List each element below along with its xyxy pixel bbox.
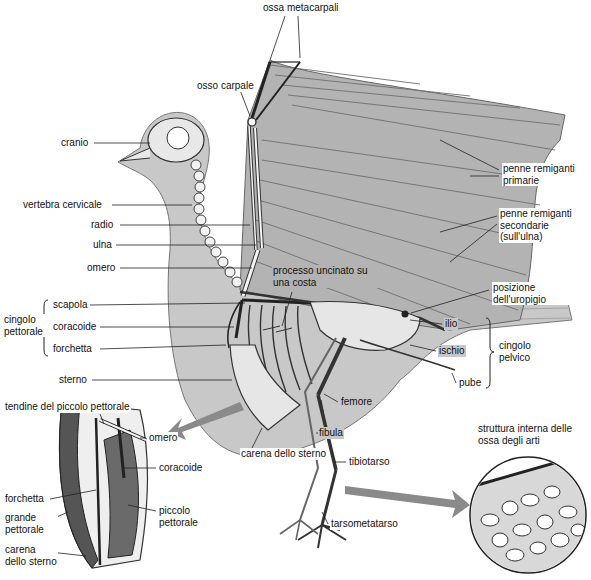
part-label: cranio (60, 137, 89, 149)
part-label: tendine del piccolo pettorale (4, 401, 131, 413)
part-label: cingolo pettorale (3, 314, 45, 337)
part-label: cingolo pelvico (498, 340, 548, 363)
part-label: penne remiganti secondarie (sull'ulna) (499, 208, 587, 243)
part-label: coracoide (158, 462, 203, 474)
part-label: tarsometatarso (330, 518, 399, 530)
part-label: penne remiganti primarie (502, 163, 586, 186)
part-label: struttura interna delle ossa degli arti (477, 423, 587, 446)
part-label: vertebra cervicale (22, 199, 103, 211)
part-label: femore (340, 396, 373, 408)
part-label: forchetta (52, 343, 93, 355)
part-label: carena dello sterno (240, 448, 327, 460)
part-label: grande pettorale (4, 512, 58, 535)
part-label: ilio (444, 318, 458, 330)
part-label: omero (148, 432, 178, 444)
part-label: scapola (52, 299, 88, 311)
part-label: processo uncinato su una costa (272, 265, 386, 288)
part-label: posizione dell'uropigio (492, 282, 586, 305)
part-label: omero (86, 262, 116, 274)
part-label: carena dello sterno (4, 544, 58, 567)
part-label: ossa metacarpali (262, 2, 340, 14)
part-label: forchetta (4, 493, 45, 505)
part-label: fibula (318, 427, 344, 439)
part-label: tibiotarso (348, 456, 391, 468)
part-label: osso carpale (196, 80, 255, 92)
part-label: ischio (438, 345, 466, 357)
part-label: radio (90, 219, 114, 231)
part-label: coracoide (52, 321, 97, 333)
part-label: ulna (92, 239, 113, 251)
part-label: piccolo pettorale (158, 505, 212, 528)
part-label: sterno (58, 374, 88, 386)
part-label: pube (458, 377, 482, 389)
